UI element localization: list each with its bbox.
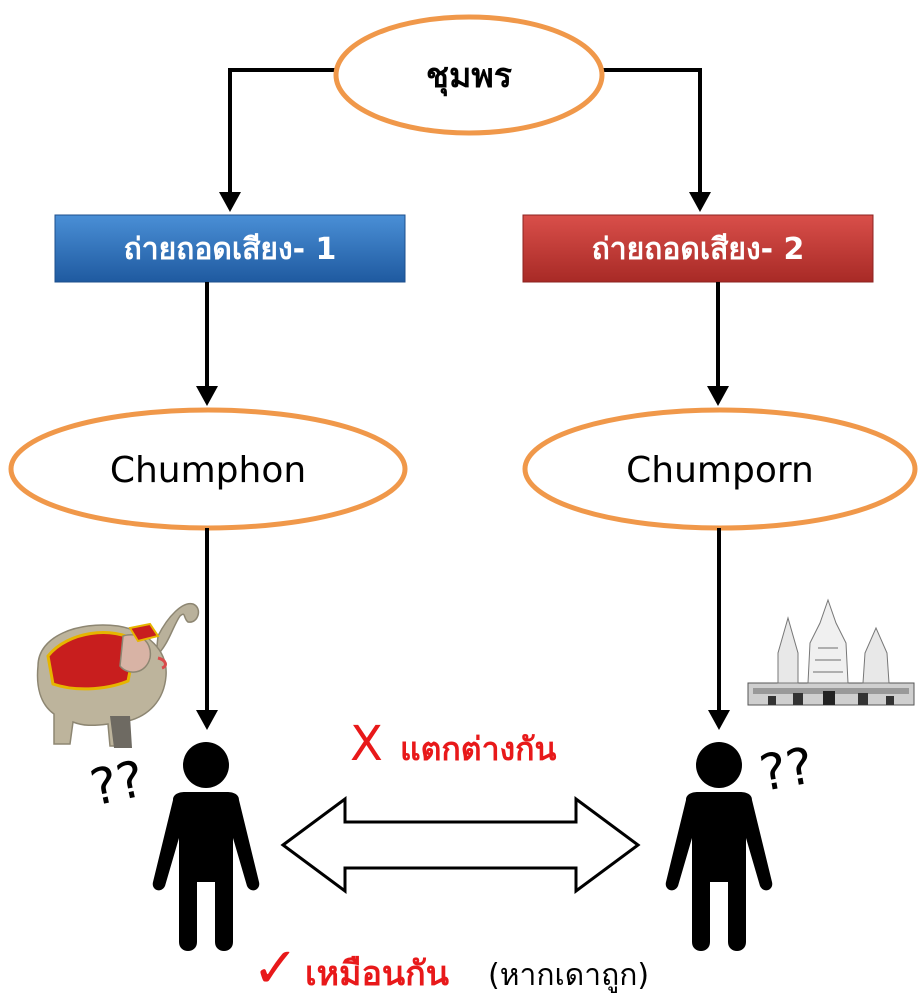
same-mark: ✓ [252, 936, 299, 1000]
connector-result2-person [708, 528, 730, 730]
same-label: เหมือนกัน [305, 954, 449, 994]
person-left-question: ?? [85, 750, 149, 818]
transliteration-box-1: ถ่ายถอดเสียง- 1 [54, 214, 406, 283]
transliteration-box-2: ถ่ายถอดเสียง- 2 [522, 214, 874, 283]
transliteration-box-1-label: ถ่ายถอดเสียง- 1 [124, 232, 337, 267]
person-right-question: ?? [755, 736, 817, 802]
connector-box1-result1 [196, 282, 218, 406]
result-node-2-label: Chumporn [626, 450, 814, 491]
connector-result1-person [196, 528, 218, 730]
different-mark: X [350, 716, 383, 772]
person-left-icon [152, 742, 260, 951]
different-label: แตกต่างกัน [400, 730, 557, 768]
connector-top-right [600, 68, 711, 212]
transliteration-box-2-label: ถ่ายถอดเสียง- 2 [592, 232, 805, 267]
elephant-icon [36, 602, 200, 748]
temple-icon [747, 598, 915, 706]
same-note: (หากเดาถูก) [488, 958, 649, 993]
person-right-icon [665, 742, 773, 951]
result-node-2: Chumporn [522, 407, 918, 531]
result-node-1-label: Chumphon [110, 450, 306, 491]
result-node-1: Chumphon [8, 407, 408, 531]
top-node: ชุมพร [333, 14, 605, 136]
connector-box2-result2 [707, 282, 729, 406]
double-arrow-icon [280, 796, 641, 894]
connector-top-left [219, 68, 338, 212]
top-node-label: ชุมพร [426, 56, 513, 97]
